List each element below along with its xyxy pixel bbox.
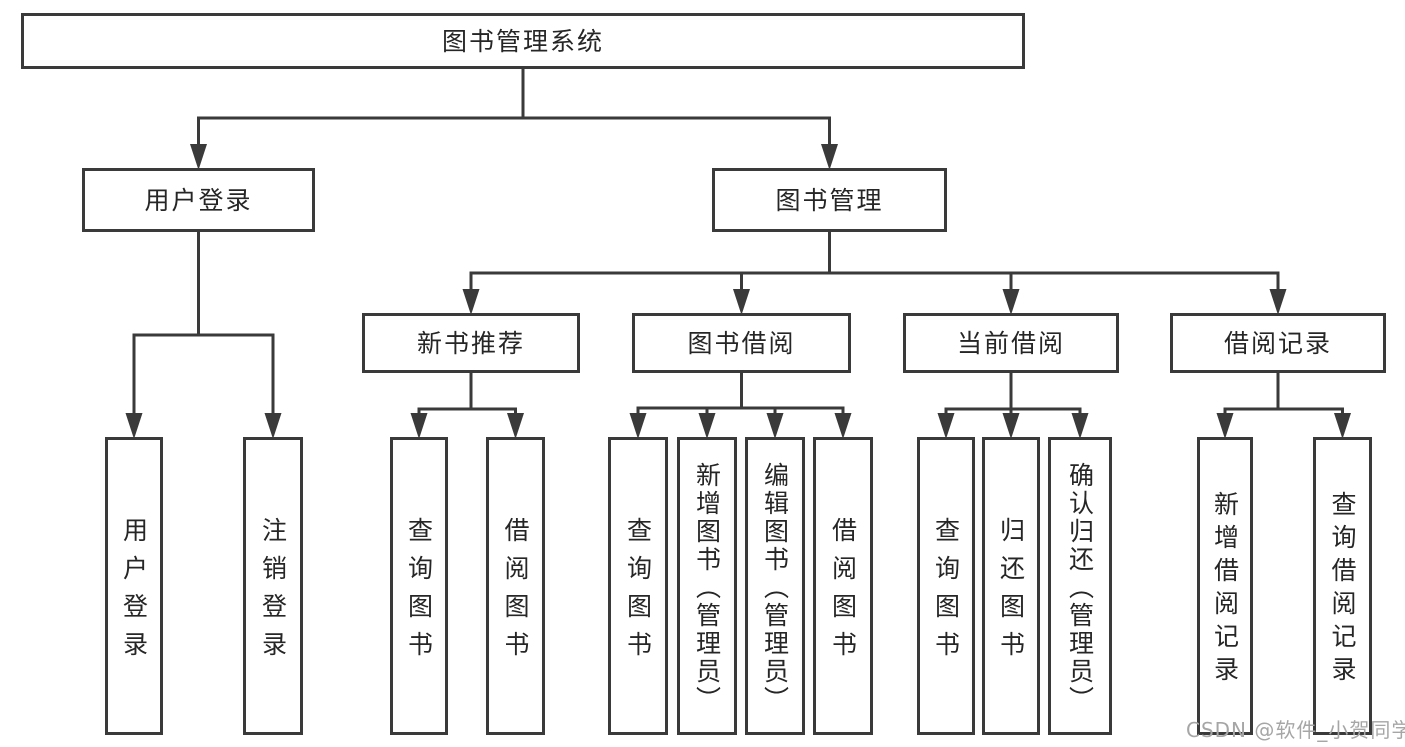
node-book-borrow: 图书借阅 [632, 313, 851, 373]
node-label-leaf-rec-query: 查询借阅记录 [1328, 491, 1357, 689]
node-leaf-cb-query: 查询图书 [917, 437, 975, 735]
node-leaf-logout: 注销登录 [243, 437, 303, 735]
node-leaf-user-login: 用户登录 [105, 437, 163, 735]
node-label-user-login: 用户登录 [144, 185, 253, 215]
node-label-leaf-bb-borrow: 借阅图书 [828, 516, 858, 669]
node-user-login: 用户登录 [82, 168, 315, 232]
node-label-book-borrow: 图书借阅 [687, 328, 796, 358]
node-label-leaf-bb-add: 新增图书（管理员） [692, 461, 722, 714]
node-label-leaf-nb-borrow: 借阅图书 [501, 516, 530, 669]
node-label-current-borrow: 当前借阅 [956, 328, 1065, 358]
node-new-book-rec: 新书推荐 [362, 313, 580, 373]
node-leaf-bb-add: 新增图书（管理员） [677, 437, 737, 735]
node-root: 图书管理系统 [21, 13, 1025, 69]
node-label-book-mgmt: 图书管理 [775, 185, 884, 215]
node-leaf-rec-query: 查询借阅记录 [1313, 437, 1372, 735]
node-label-leaf-nb-query: 查询图书 [404, 516, 434, 669]
node-label-leaf-logout: 注销登录 [258, 516, 288, 669]
node-label-borrow-records: 借阅记录 [1223, 328, 1332, 358]
node-leaf-nb-query: 查询图书 [390, 437, 448, 735]
node-label-leaf-cb-query: 查询图书 [931, 516, 961, 669]
node-leaf-rec-add: 新增借阅记录 [1197, 437, 1253, 735]
node-leaf-bb-edit: 编辑图书（管理员） [745, 437, 805, 735]
node-current-borrow: 当前借阅 [903, 313, 1119, 373]
node-leaf-cb-confirm: 确认归还（管理员） [1048, 437, 1112, 735]
node-leaf-cb-return: 归还图书 [982, 437, 1040, 735]
node-label-leaf-bb-query: 查询图书 [623, 516, 653, 669]
node-leaf-bb-borrow: 借阅图书 [813, 437, 873, 735]
node-book-mgmt: 图书管理 [712, 168, 947, 232]
node-leaf-bb-query: 查询图书 [608, 437, 668, 735]
node-label-root: 图书管理系统 [441, 26, 604, 56]
watermark: CSDN @软件_小贺同学 [1186, 718, 1405, 742]
node-label-leaf-cb-return: 归还图书 [996, 516, 1026, 669]
node-label-leaf-user-login: 用户登录 [119, 516, 149, 669]
node-label-leaf-bb-edit: 编辑图书（管理员） [760, 461, 790, 714]
node-label-new-book-rec: 新书推荐 [416, 328, 525, 358]
node-label-leaf-rec-add: 新增借阅记录 [1210, 491, 1240, 689]
node-borrow-records: 借阅记录 [1170, 313, 1386, 373]
node-leaf-nb-borrow: 借阅图书 [486, 437, 545, 735]
node-label-leaf-cb-confirm: 确认归还（管理员） [1065, 461, 1095, 714]
